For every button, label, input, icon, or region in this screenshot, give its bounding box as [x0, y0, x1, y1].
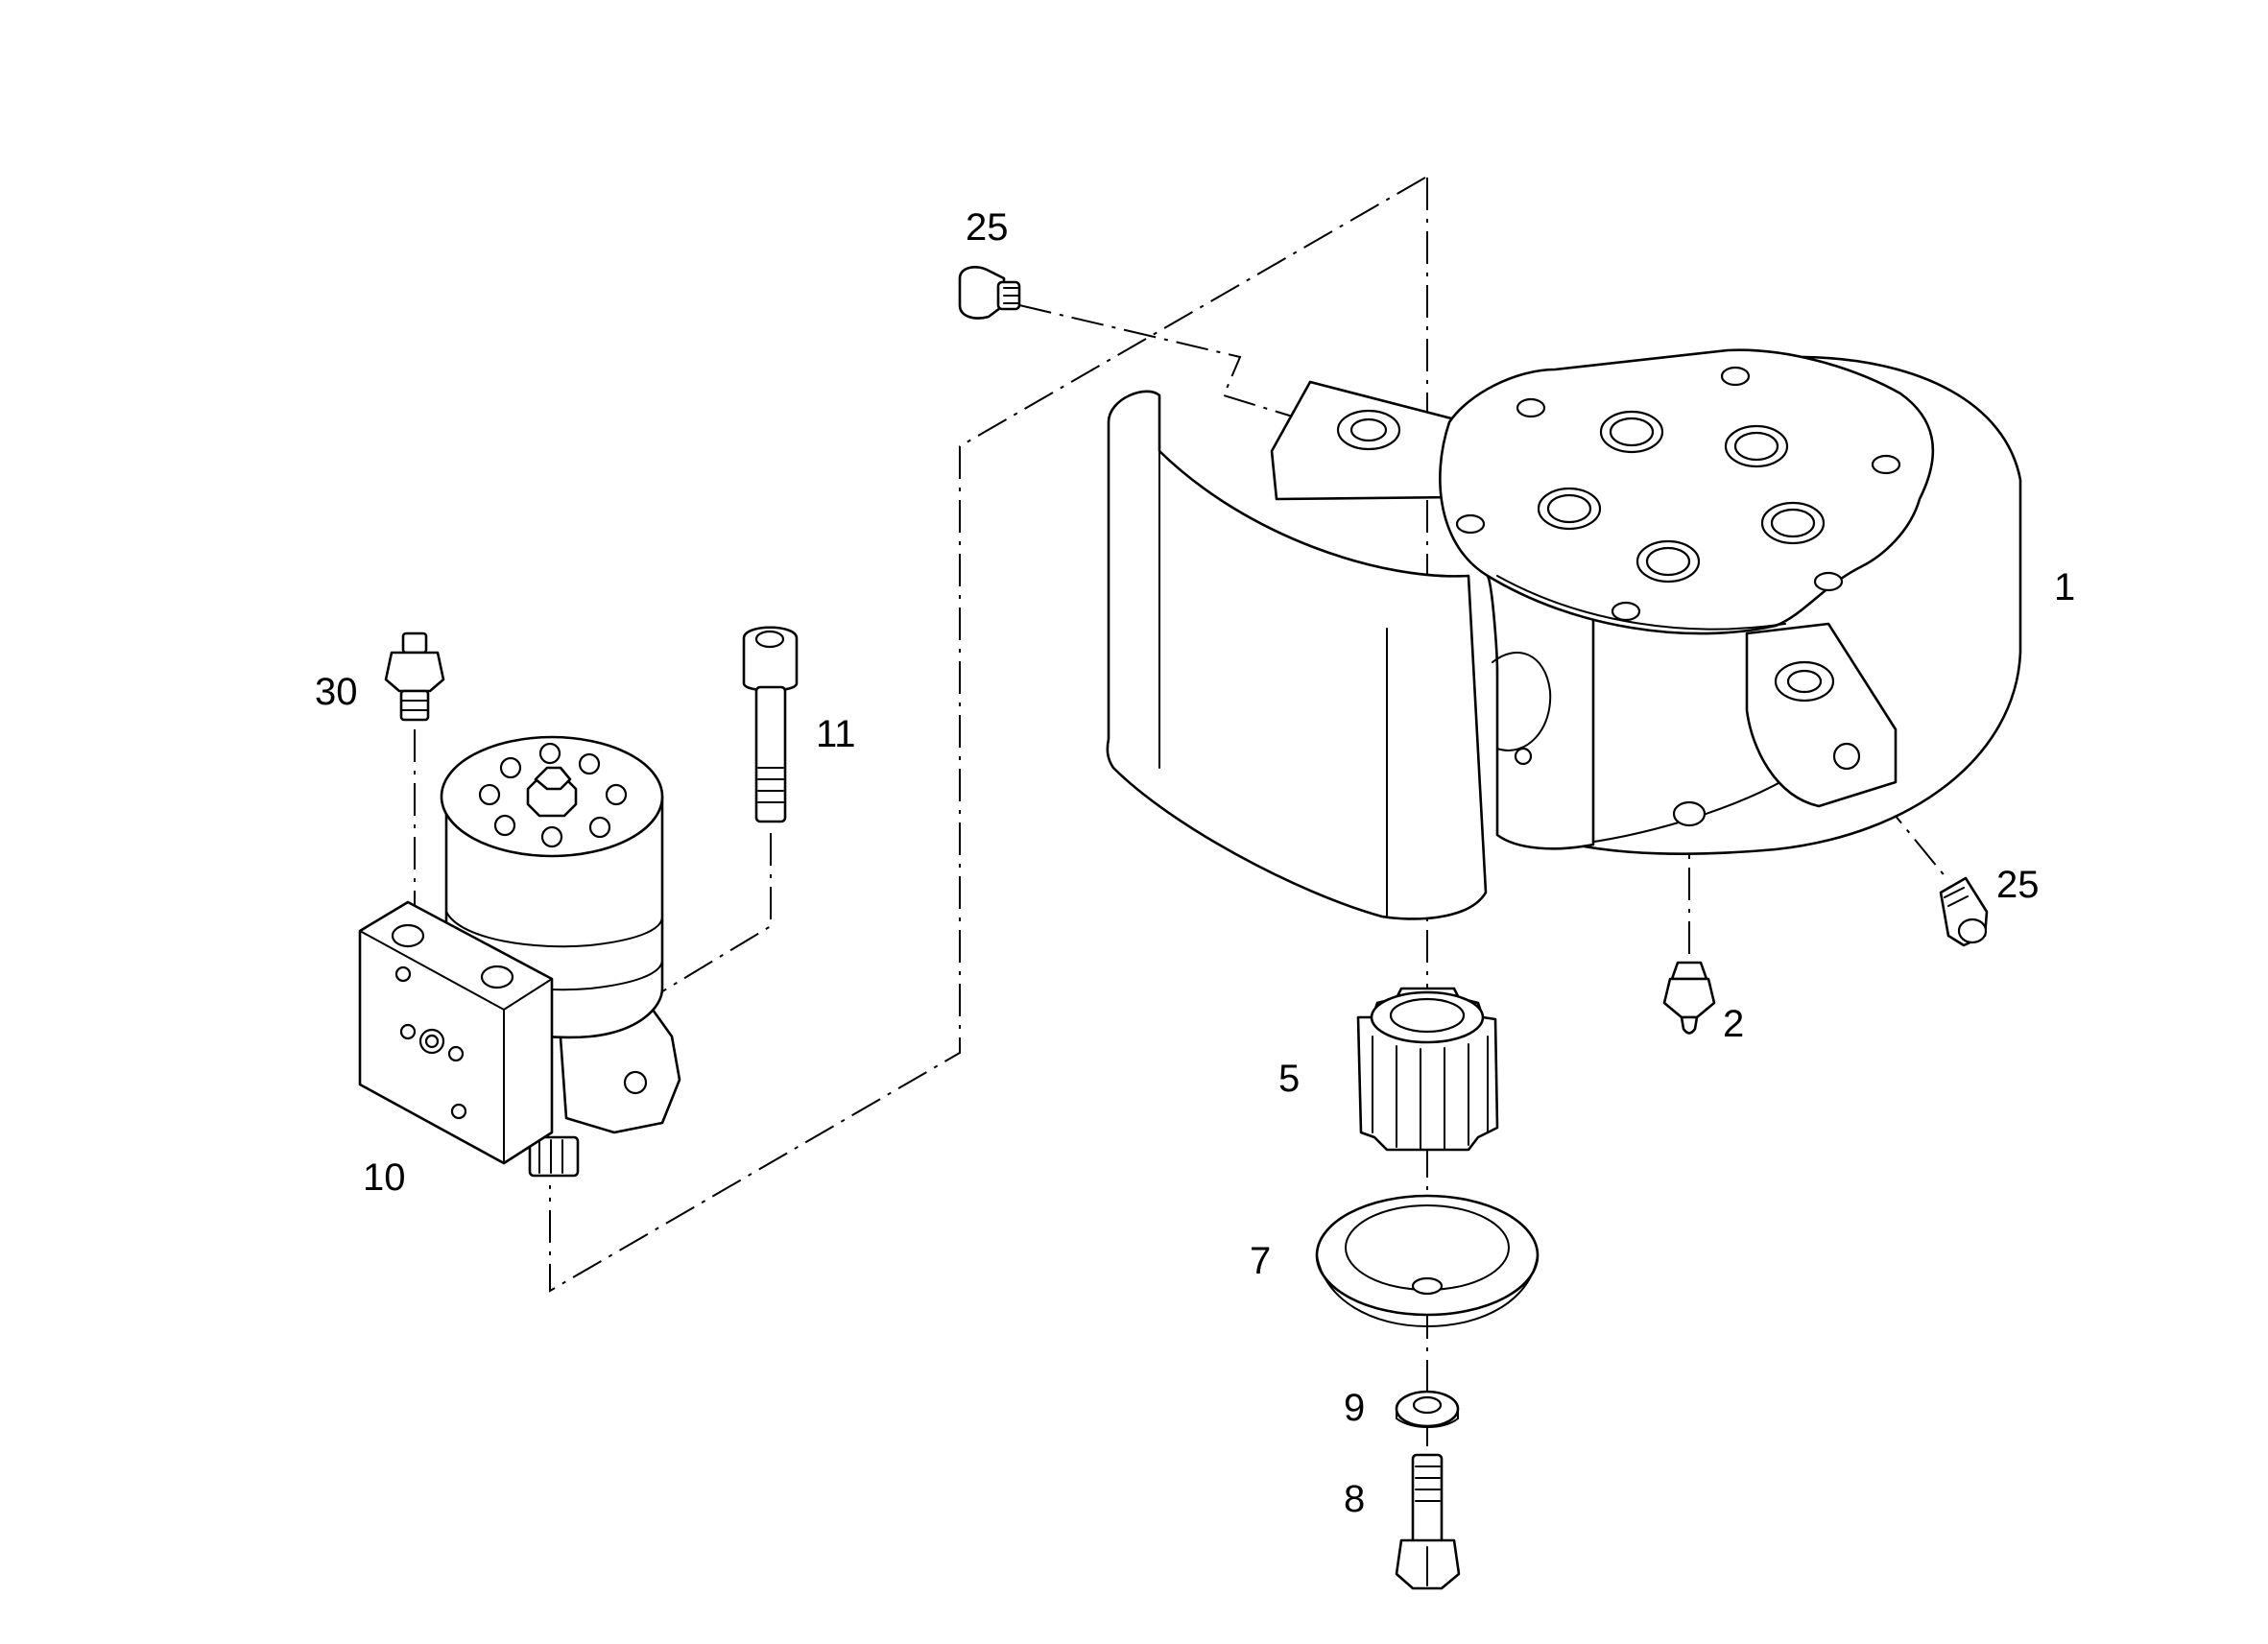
- callout-25-top: 25: [966, 206, 1009, 249]
- callout-1: 1: [2054, 566, 2075, 608]
- fitting-part: [384, 631, 445, 722]
- hydraulic-motor-part: [358, 735, 681, 1178]
- plug-screw-part-top: [958, 265, 1021, 320]
- callout-25-right: 25: [1996, 864, 2040, 906]
- callout-9: 9: [1344, 1387, 1365, 1429]
- plug-screw-part-right: [1939, 876, 1989, 947]
- callout-5: 5: [1278, 1058, 1300, 1100]
- grease-nipple-part: [1662, 961, 1716, 1035]
- callout-labels: 25 1 30 11 25 2 5 10 7 9 8: [315, 206, 2075, 1520]
- callout-7: 7: [1250, 1240, 1271, 1282]
- callout-8: 8: [1344, 1478, 1365, 1520]
- pinion-gear-part: [1356, 987, 1499, 1152]
- socket-head-bolt-part: [742, 626, 799, 823]
- callout-11: 11: [816, 713, 856, 755]
- cover-cap-part: [1315, 1194, 1540, 1328]
- hex-bolt-part: [1395, 1453, 1461, 1590]
- callout-30: 30: [315, 671, 358, 713]
- washer-part: [1395, 1390, 1460, 1428]
- callout-10: 10: [363, 1156, 406, 1199]
- callout-2: 2: [1723, 1003, 1744, 1045]
- housing-bracket-part: [1106, 348, 2022, 920]
